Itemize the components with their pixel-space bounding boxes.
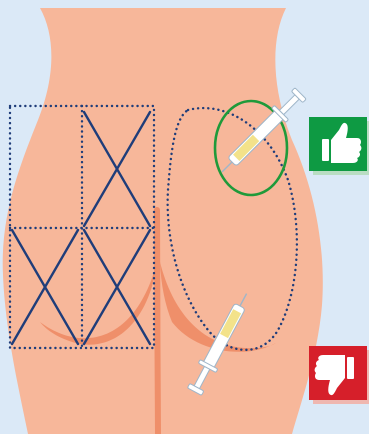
- thumbs-down-badge: [309, 346, 369, 404]
- gluteal-cleft-line: [157, 210, 158, 434]
- buttocks-silhouette: [3, 8, 323, 434]
- syringe-plunger-rod: [279, 95, 299, 115]
- thumbs-up-badge: [309, 117, 369, 175]
